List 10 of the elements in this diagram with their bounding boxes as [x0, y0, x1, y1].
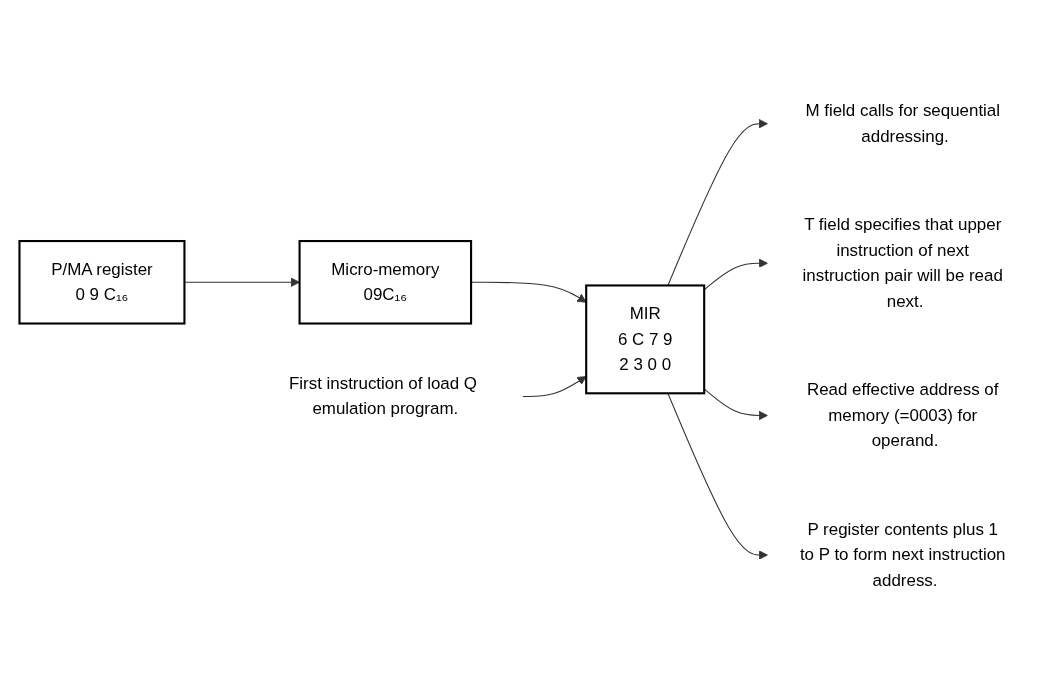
- node-text: Read effective address of memory (=0003) for operand.: [806, 380, 999, 450]
- arrow: [667, 393, 769, 560]
- arrow: [522, 376, 587, 398]
- node-text: First instruction of load Q emulation program.: [288, 374, 477, 418]
- node-box: Micro-memory 09C₁₆: [298, 240, 473, 325]
- node-text: P register contents plus 1 to P to form next instruction address.: [799, 520, 1006, 590]
- node-text: T field specifies that upper instruction of next instruction pair will be read next.: [802, 215, 1003, 311]
- node-box: MIR 6 C 7 9 2 3 0 0: [585, 284, 706, 395]
- node-box: P/MA register 0 9 C₁₆: [18, 240, 186, 325]
- node-text: M field calls for sequential addressing.: [805, 101, 1001, 146]
